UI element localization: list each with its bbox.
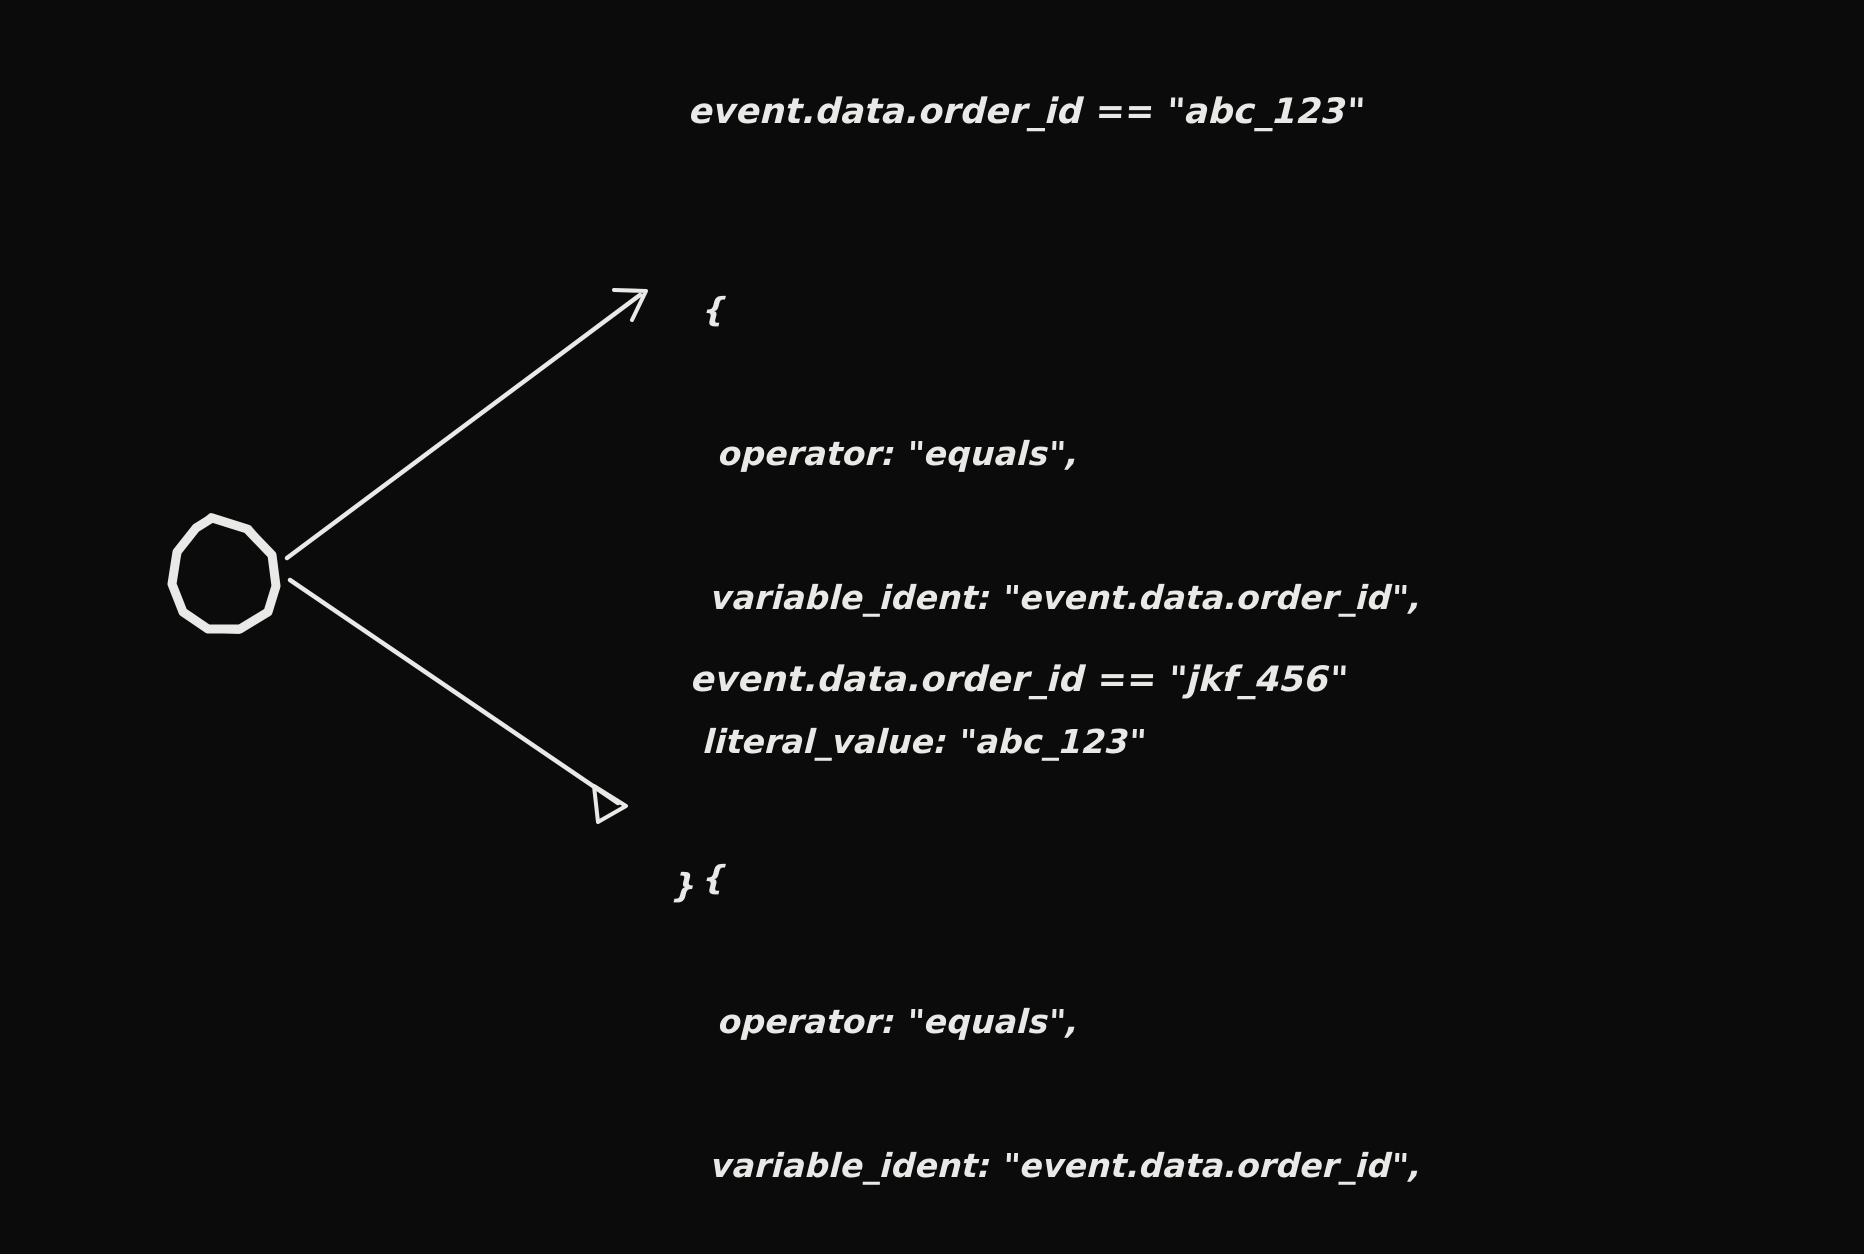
branch-2-code-line-2: operator: "equals", [694,1002,1081,1041]
edge-to-branch-2[interactable] [287,577,628,824]
edge-to-branch-1[interactable] [284,288,648,561]
branch-2-code: { operator: "equals", variable_ident: "e… [667,758,1444,1254]
root-node-shape[interactable] [167,513,281,634]
branch-2-title: event.data.order_id == "jkf_456" [690,660,1350,700]
branch-2-code-line-3: variable_ident: "event.data.order_id", [687,1146,1423,1185]
branch-2-code-line-1: { [702,858,728,897]
branch-1-code-line-2: operator: "equals", [694,434,1081,473]
branch-1-title: event.data.order_id == "abc_123" [688,92,1367,132]
branch-1-code-line-1: { [702,290,728,329]
branch-1-code-line-3: variable_ident: "event.data.order_id", [687,578,1423,617]
